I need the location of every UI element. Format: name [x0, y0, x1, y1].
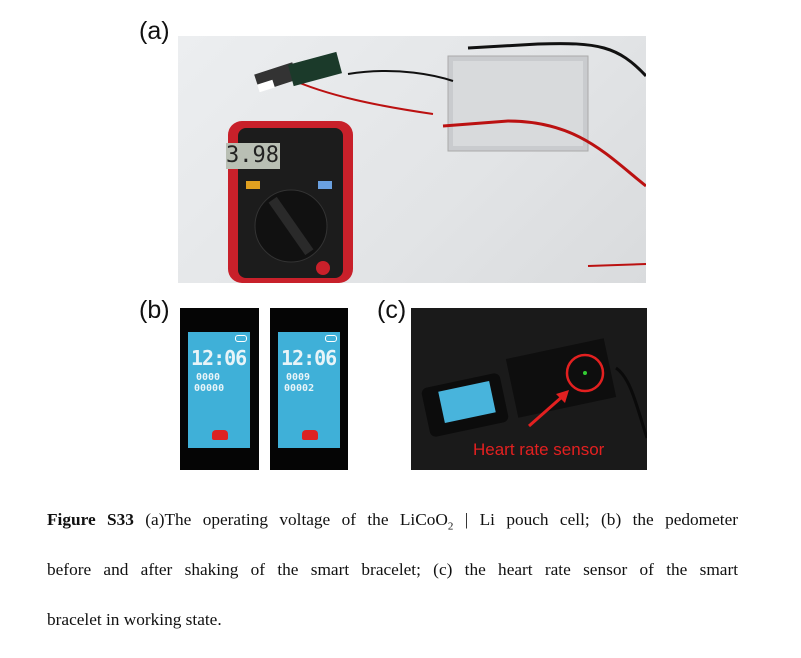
multimeter-display: 3.98 [226, 143, 280, 169]
monster-icon [212, 430, 228, 440]
photo-pouch-cell-multimeter: 3.98 [178, 36, 646, 283]
caption-line-1: Figure S33 (a)The operating voltage of t… [47, 510, 738, 536]
caption-text: (a)The operating voltage of the LiCoO [133, 510, 448, 529]
screen-time: 12:06 [191, 346, 247, 370]
screen-steps: 0000 [196, 372, 221, 383]
screen-time: 12:06 [281, 346, 337, 370]
figure-title: Figure S33 [47, 510, 134, 529]
panel-label-a: (a) [139, 17, 170, 45]
panel-label-b: (b) [139, 296, 170, 324]
screen-steps: 0009 [286, 372, 311, 383]
screen-count: 00000 [194, 383, 225, 394]
heart-rate-sensor-annotation: Heart rate sensor [473, 440, 605, 459]
subscript: 2 [447, 520, 454, 533]
photo-heart-rate-sensor: Heart rate sensor [411, 308, 647, 470]
screen-count: 00002 [284, 383, 315, 394]
caption-line-2: before and after shaking of the smart br… [47, 560, 738, 579]
monster-icon [302, 430, 318, 440]
battery-icon [235, 335, 247, 342]
panel-label-c: (c) [377, 296, 407, 324]
battery-icon [325, 335, 337, 342]
caption-text: | Li pouch cell; (b) the pedometer [453, 510, 739, 529]
caption-line-3: bracelet in working state. [47, 610, 222, 629]
bracelet-screen-before: 12:06 0000 00000 [180, 308, 259, 470]
photo-scene [421, 338, 647, 439]
bracelet-screen-after: 12:06 0009 00002 [270, 308, 348, 470]
